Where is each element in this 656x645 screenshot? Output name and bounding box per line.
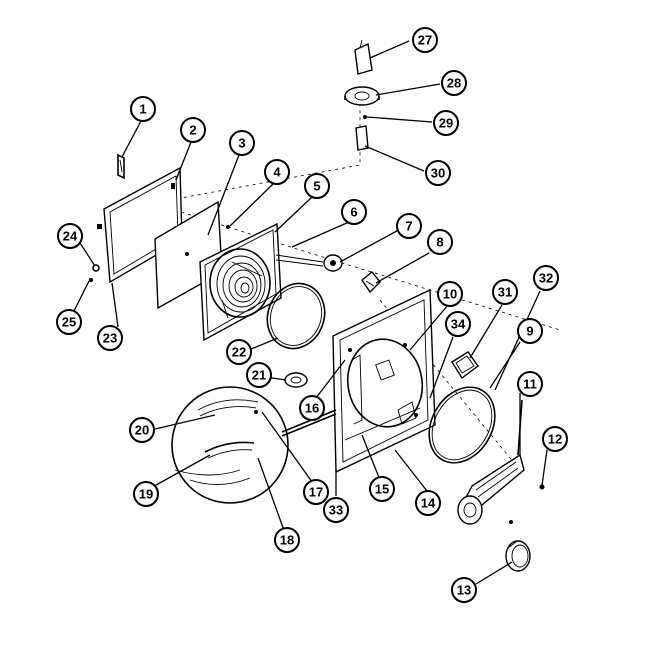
callout-31: 31	[492, 279, 518, 305]
callout-15-label: 15	[375, 482, 389, 497]
callout-22: 22	[226, 339, 252, 365]
callout-13: 13	[451, 577, 477, 603]
callout-10-label: 10	[443, 287, 457, 302]
callout-13-label: 13	[457, 583, 471, 598]
callout-1-label: 1	[139, 102, 146, 117]
callout-27: 27	[412, 27, 438, 53]
gasket-ring-part	[266, 282, 326, 350]
callout-22-label: 22	[232, 345, 246, 360]
screw-part	[92, 264, 100, 272]
leader-lines	[72, 40, 548, 585]
callout-31-label: 31	[498, 285, 512, 300]
callout-25: 25	[56, 309, 82, 335]
callout-18-label: 18	[280, 533, 294, 548]
callout-28: 28	[441, 70, 467, 96]
screw-part	[226, 225, 230, 229]
callout-19: 19	[133, 481, 159, 507]
callout-23: 23	[97, 325, 123, 351]
callout-30: 30	[425, 160, 451, 186]
callout-16-label: 16	[305, 401, 319, 416]
callout-5: 5	[304, 173, 330, 199]
callout-3: 3	[229, 130, 255, 156]
felt-seal-part	[451, 351, 479, 380]
callout-19-label: 19	[139, 487, 153, 502]
callout-29: 29	[433, 110, 459, 136]
callout-1: 1	[130, 96, 156, 122]
callout-18: 18	[274, 527, 300, 553]
bulkhead-panel-part	[332, 288, 436, 474]
callout-32-label: 32	[539, 271, 553, 286]
callout-25-label: 25	[62, 315, 76, 330]
thermal-fuse-part	[361, 271, 381, 294]
callout-20-label: 20	[135, 423, 149, 438]
callout-7-label: 7	[405, 219, 412, 234]
callout-28-label: 28	[447, 76, 461, 91]
callout-15: 15	[369, 476, 395, 502]
callout-17-label: 17	[309, 485, 323, 500]
callout-9: 9	[517, 318, 543, 344]
bearing-ring-part	[505, 540, 531, 572]
callout-2-label: 2	[189, 123, 196, 138]
callouts: 1 2 3 4 5 6 7 8 9 10 11 12 13 14 15 16 1…	[56, 27, 568, 603]
callout-33-label: 33	[329, 503, 343, 518]
callout-34: 34	[445, 311, 471, 337]
callout-14-label: 14	[421, 496, 436, 511]
bearing-bracket-part	[457, 399, 525, 525]
callout-24: 24	[57, 223, 83, 249]
callout-10: 10	[437, 281, 463, 307]
callout-2: 2	[180, 117, 206, 143]
callout-29-label: 29	[439, 116, 453, 131]
callout-33: 33	[323, 497, 349, 523]
screw-part	[89, 278, 93, 282]
callout-23-label: 23	[103, 331, 117, 346]
callout-8-label: 8	[436, 235, 443, 250]
callout-20: 20	[129, 417, 155, 443]
callout-30-label: 30	[431, 166, 445, 181]
callout-11-label: 11	[523, 377, 537, 392]
callout-34-label: 34	[451, 317, 466, 332]
part-drawings	[89, 39, 561, 572]
callout-24-label: 24	[63, 229, 78, 244]
callout-32: 32	[533, 265, 559, 291]
callout-9-label: 9	[526, 324, 533, 339]
callout-12-label: 12	[548, 432, 562, 447]
callout-17: 17	[303, 479, 329, 505]
callout-16: 16	[299, 395, 325, 421]
callout-4-label: 4	[273, 165, 281, 180]
callout-6-label: 6	[350, 205, 357, 220]
callout-14: 14	[415, 490, 441, 516]
felt-seal-ring-part	[428, 386, 496, 464]
callout-8: 8	[427, 229, 453, 255]
callout-3-label: 3	[238, 136, 245, 151]
callout-21: 21	[246, 362, 272, 388]
callout-7: 7	[396, 213, 422, 239]
callout-4: 4	[264, 159, 290, 185]
callout-11: 11	[517, 371, 543, 397]
detail-circle	[171, 386, 337, 504]
sensor-part	[284, 372, 308, 388]
callout-27-label: 27	[418, 33, 432, 48]
thermostat-part	[275, 254, 343, 272]
callout-21-label: 21	[252, 368, 266, 383]
screw-part	[539, 484, 545, 490]
top-switch-stack	[344, 39, 380, 151]
clip-part	[117, 153, 125, 180]
callout-12: 12	[542, 426, 568, 452]
callout-6: 6	[341, 199, 367, 225]
callout-5-label: 5	[313, 179, 320, 194]
